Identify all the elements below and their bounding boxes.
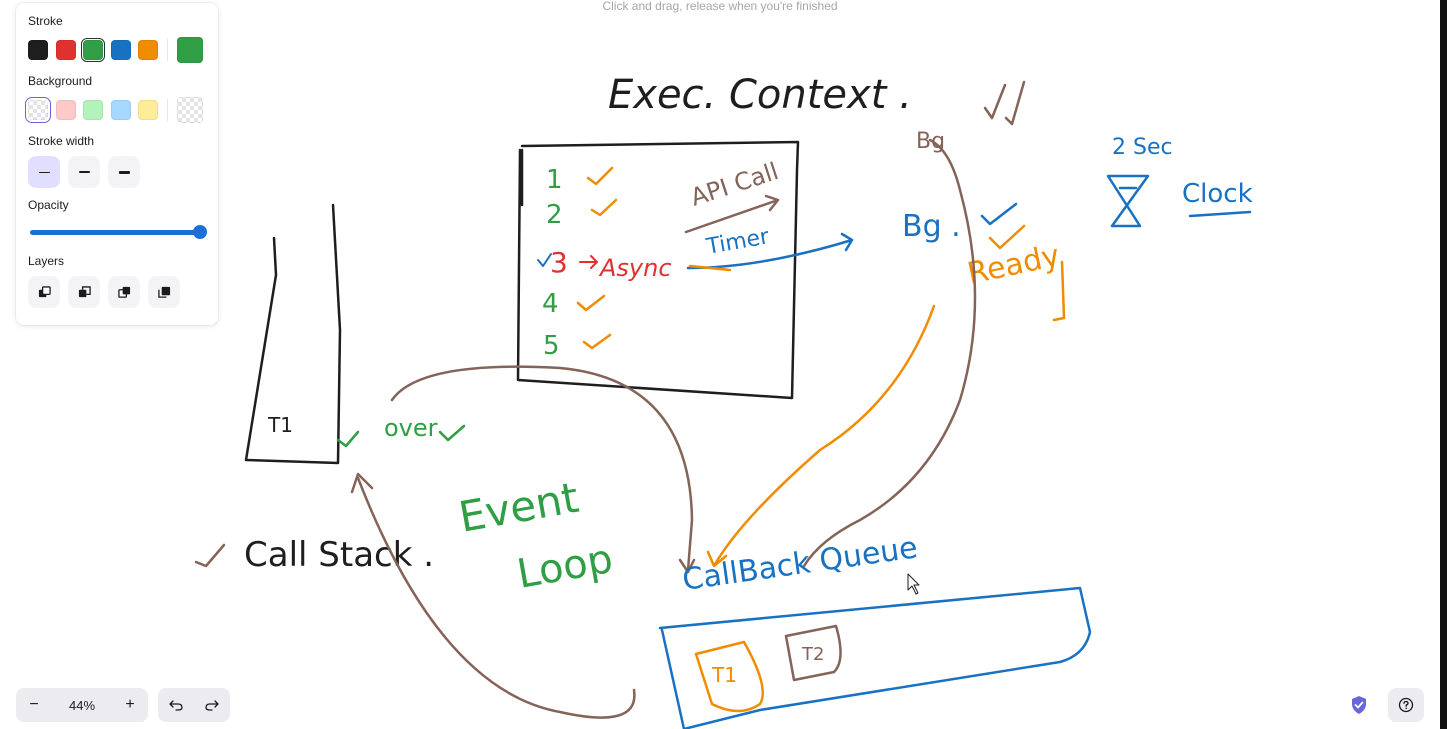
send-backward-icon — [78, 285, 91, 297]
ready-tail — [1052, 260, 1066, 322]
clock-label: Clock — [1182, 179, 1253, 209]
callback-queue-label: CallBack Queue — [680, 530, 920, 598]
over-check — [438, 424, 466, 442]
clock-underline — [1188, 210, 1252, 218]
stroke-width-thin-button[interactable] — [28, 156, 60, 188]
async-label: Async — [598, 254, 672, 282]
opacity-title: Opacity — [28, 198, 69, 212]
bring-to-front-icon — [157, 286, 170, 298]
stroke-swatch-red[interactable] — [55, 40, 76, 60]
queue-t2-box — [784, 624, 842, 682]
history-controls — [158, 688, 230, 722]
undo-button[interactable] — [158, 688, 194, 722]
stack-check — [336, 430, 360, 448]
event-label: Event — [455, 473, 582, 542]
hourglass-icon — [1106, 174, 1150, 228]
queue-to-stack-arc — [350, 472, 636, 719]
bg-swatch-transparent[interactable] — [25, 97, 51, 123]
layers-title: Layers — [28, 254, 65, 268]
timer-back-arrow — [688, 264, 732, 272]
stroke-width-bold-button[interactable] — [68, 156, 100, 188]
layers-row — [28, 276, 206, 308]
current-background-color[interactable] — [176, 97, 203, 123]
zoom-controls: − 44% + — [16, 688, 148, 722]
window-edge — [1440, 0, 1447, 729]
step-checks — [576, 166, 618, 350]
opacity-thumb[interactable] — [193, 225, 207, 239]
call-stack-shape — [244, 203, 342, 465]
bg-check — [980, 202, 1018, 226]
queue-t2-label: T2 — [801, 644, 824, 665]
timer-label: Timer — [704, 224, 772, 260]
zoom-level[interactable]: 44% — [68, 697, 96, 713]
stroke-swatch-blue[interactable] — [110, 40, 131, 60]
zoom-out-button[interactable]: − — [29, 696, 39, 713]
redo-button[interactable] — [194, 688, 230, 722]
redo-icon — [205, 700, 219, 711]
bg-divider — [166, 99, 168, 121]
help-icon — [1398, 697, 1414, 713]
stack-t1-label: T1 — [267, 413, 293, 437]
title-text: Exec. Context . — [608, 72, 912, 118]
stack-to-queue-arc — [390, 365, 696, 574]
bg-swatch-green[interactable] — [83, 100, 104, 120]
two-sec-label: 2 Sec — [1112, 135, 1173, 160]
over-label: over — [384, 414, 438, 442]
step-5: 5 — [543, 331, 560, 361]
background-title: Background — [28, 74, 93, 88]
double-check-marks — [983, 80, 1026, 126]
call-stack-label: Call Stack . — [244, 535, 434, 575]
bring-forward-button[interactable] — [108, 276, 140, 308]
stroke-title: Stroke — [28, 14, 63, 28]
step-1: 1 — [546, 165, 563, 195]
opacity-track[interactable] — [30, 230, 202, 235]
current-stroke-color[interactable] — [176, 37, 203, 63]
drawing-hint: Click and drag, release when you're fini… — [602, 0, 838, 13]
bg-mid-label: Bg . — [902, 209, 961, 244]
ready-check — [988, 224, 1026, 250]
loop-label: Loop — [514, 536, 616, 598]
zoom-in-button[interactable]: + — [125, 696, 135, 713]
stroke-swatch-orange[interactable] — [138, 40, 159, 60]
exec-context-box — [516, 140, 800, 400]
background-color-row — [25, 96, 206, 124]
bg-swatch-pink[interactable] — [55, 100, 76, 120]
undo-icon — [169, 700, 183, 711]
bring-forward-icon — [117, 286, 130, 298]
properties-panel: Stroke Background Stroke width Opacity L… — [16, 3, 218, 325]
api-call-arrow — [684, 194, 780, 234]
bg-to-queue-arc — [802, 138, 977, 568]
stroke-swatch-green[interactable] — [81, 38, 106, 62]
queue-t1-box — [694, 640, 764, 713]
step-4: 4 — [542, 289, 559, 319]
async-arrow — [579, 255, 598, 269]
step3-check — [537, 253, 552, 267]
opacity-slider[interactable] — [28, 220, 207, 244]
call-stack-check — [194, 543, 226, 568]
stroke-swatch-black[interactable] — [28, 40, 48, 60]
send-to-back-button[interactable] — [28, 276, 60, 308]
callback-queue-shape — [658, 586, 1092, 729]
mouse-cursor-icon — [907, 573, 920, 595]
stroke-width-extra-bold-button[interactable] — [108, 156, 140, 188]
stroke-width-title: Stroke width — [28, 134, 95, 148]
ready-to-queue-arrow — [706, 304, 936, 568]
shield-icon[interactable] — [1349, 695, 1369, 715]
help-button[interactable] — [1388, 688, 1424, 722]
bg-swatch-blue[interactable] — [110, 100, 131, 120]
stroke-width-row — [28, 156, 206, 188]
queue-t1-label: T1 — [711, 663, 737, 687]
bg-swatch-yellow[interactable] — [138, 100, 159, 120]
step-3: 3 — [550, 246, 568, 279]
send-backward-button[interactable] — [68, 276, 100, 308]
bring-to-front-button[interactable] — [148, 276, 180, 308]
ready-label: Ready — [964, 238, 1062, 292]
swatch-divider — [166, 39, 168, 61]
send-to-back-icon — [38, 285, 51, 297]
step-2: 2 — [546, 200, 563, 230]
stroke-color-row — [28, 36, 206, 64]
